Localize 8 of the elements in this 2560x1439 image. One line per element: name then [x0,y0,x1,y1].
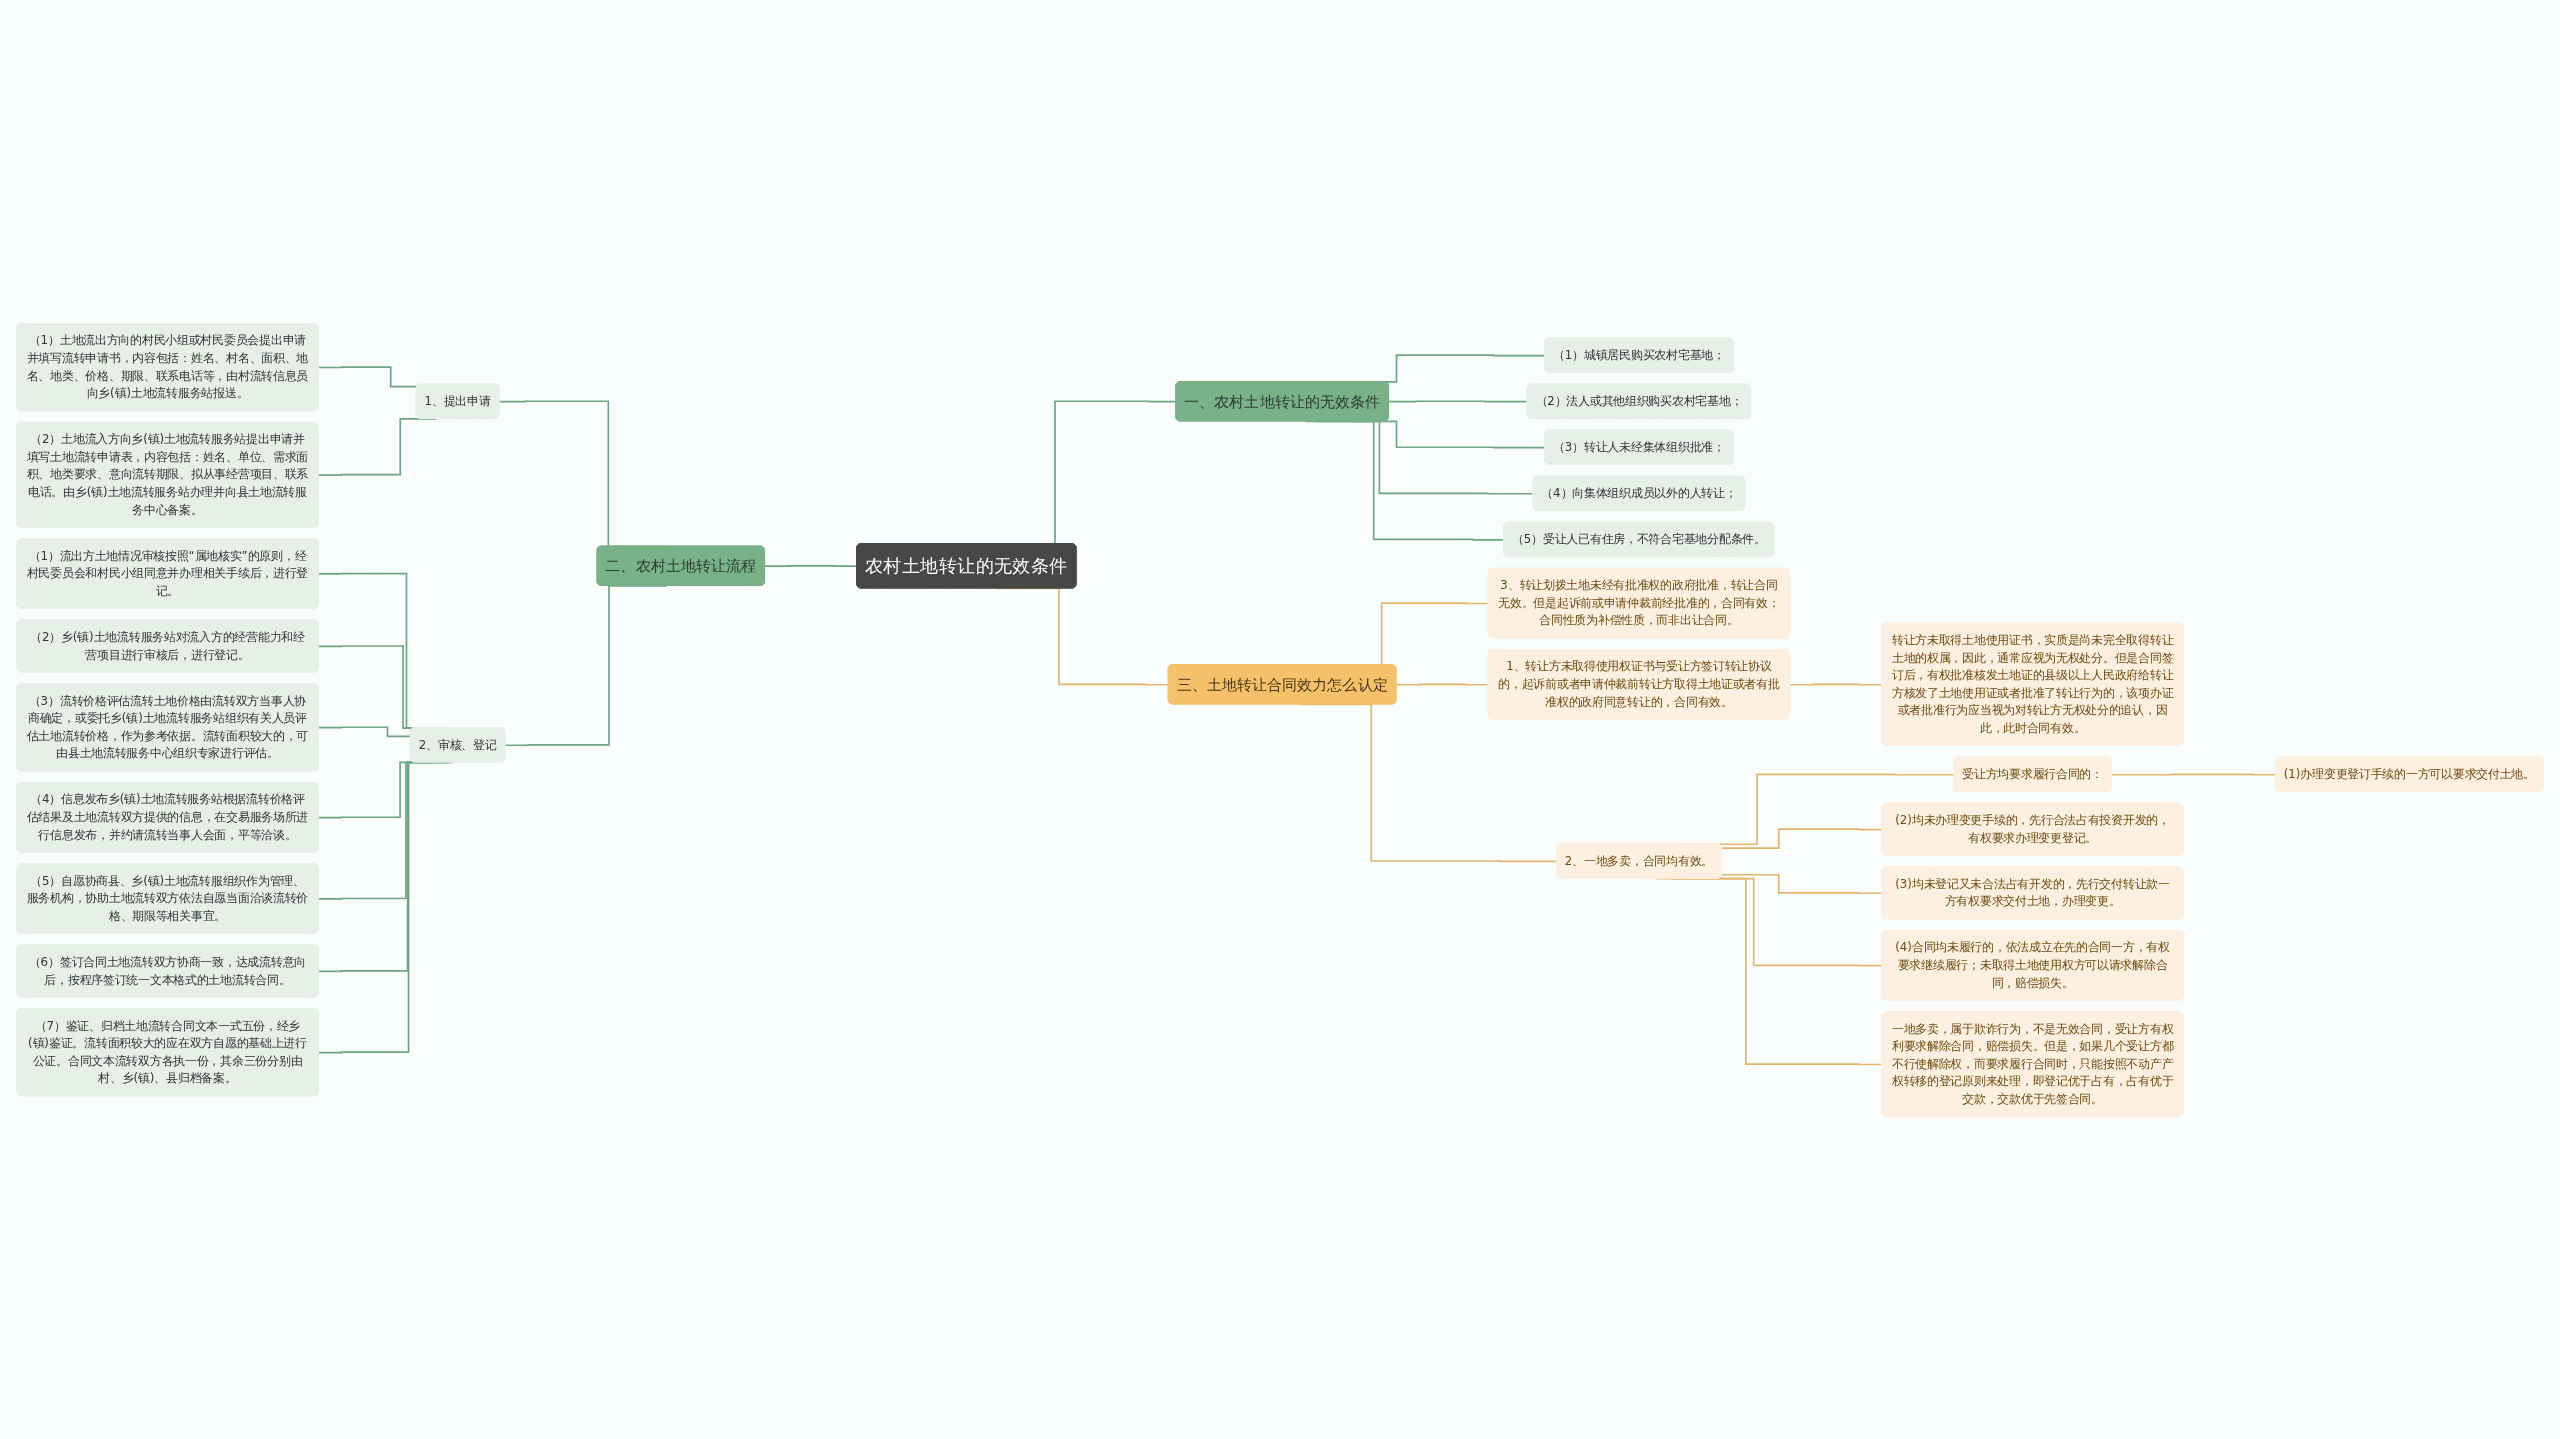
connector [1395,682,1490,686]
connector [2110,773,2277,776]
connector [317,725,412,737]
connector [317,417,438,476]
connector [504,584,668,746]
connector [764,564,858,567]
connector [1388,399,1529,402]
connector [317,365,418,387]
